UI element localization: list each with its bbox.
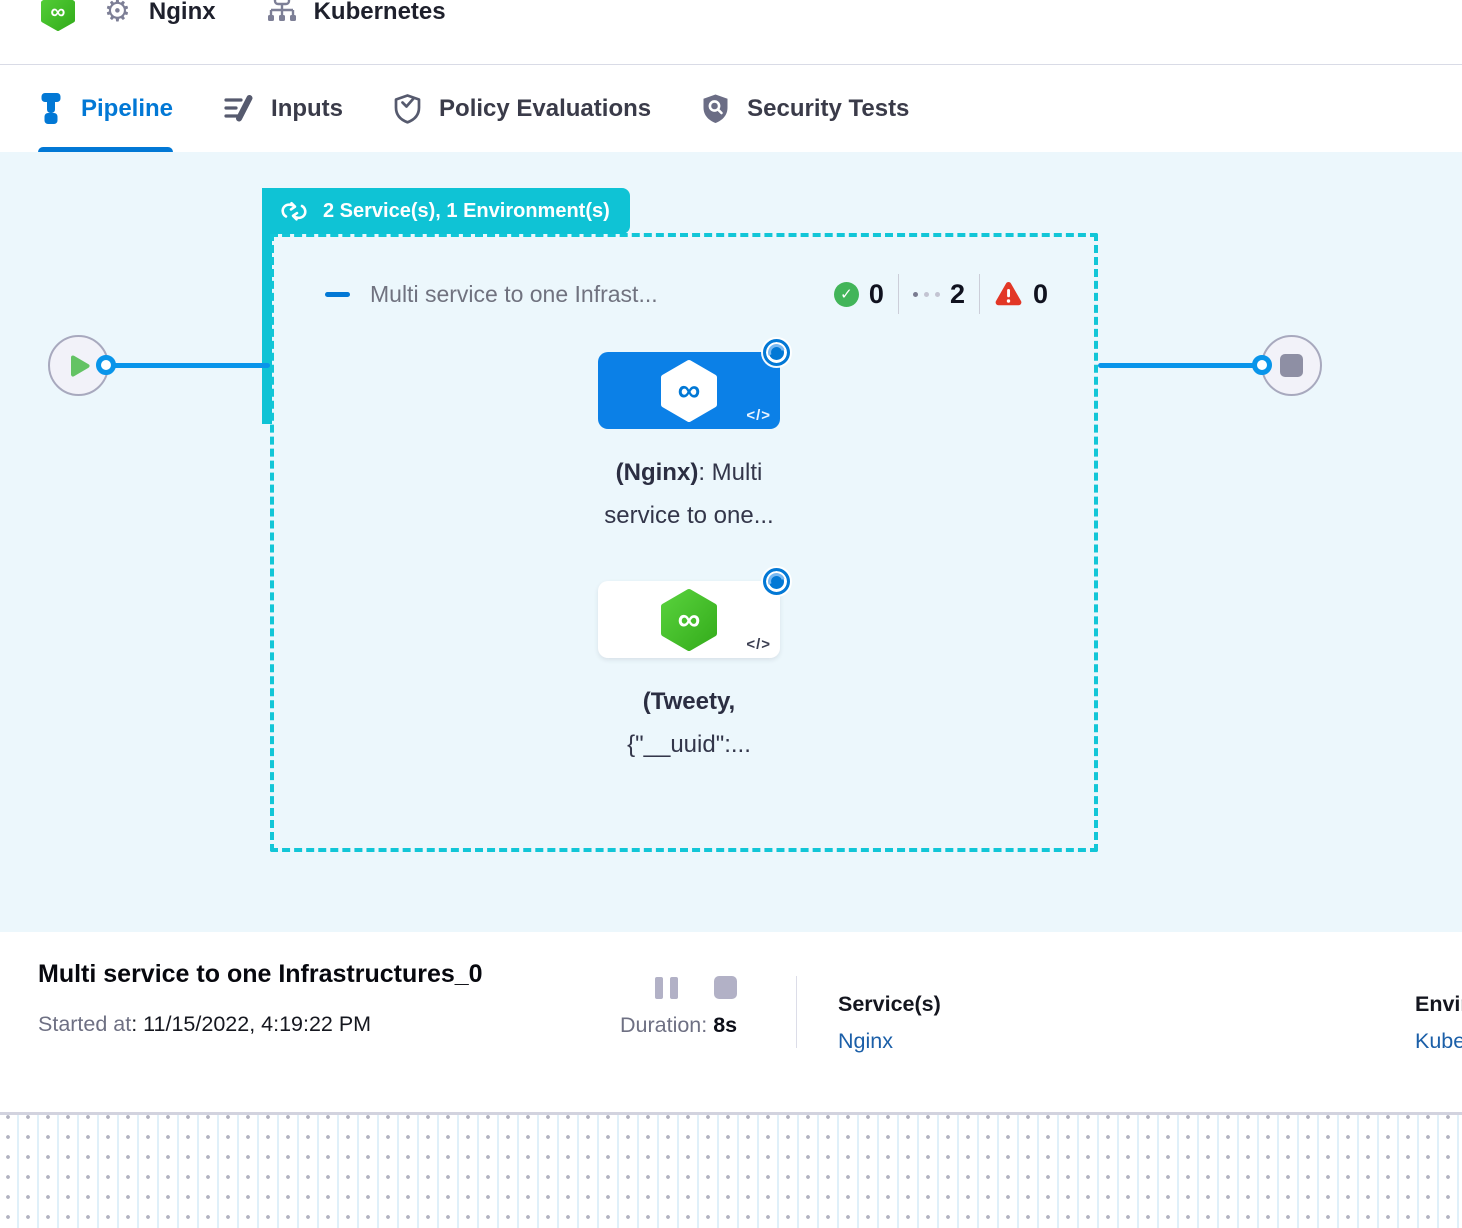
tab-inputs-label: Inputs — [271, 94, 344, 122]
gear-icon[interactable]: ⚙ — [104, 0, 131, 28]
harness-service-icon: ∞ — [40, 0, 76, 32]
code-icon: </> — [746, 407, 771, 424]
running-spinner-icon — [763, 568, 790, 595]
environment-link-kubernetes[interactable]: Kubernetes — [1415, 1029, 1462, 1053]
collapse-group-button[interactable] — [325, 291, 350, 297]
running-count-value: 2 — [949, 278, 965, 309]
execution-title: Multi service to one Infrastructures_0 — [38, 960, 483, 988]
edge-dot-start[interactable] — [96, 355, 116, 375]
warning-icon — [994, 281, 1023, 307]
harness-stage-icon: ∞ — [659, 359, 719, 423]
service-group-badge-label: 2 Service(s), 1 Environment(s) — [323, 199, 610, 222]
success-count-value: 0 — [868, 278, 884, 309]
tab-policy-evaluations-label: Policy Evaluations — [439, 94, 652, 122]
success-icon: ✓ — [833, 281, 859, 307]
shield-check-icon — [393, 93, 422, 125]
svg-text:∞: ∞ — [678, 372, 701, 408]
service-group-header: Multi service to one Infrast... ✓ 0 2 — [325, 274, 1048, 314]
execution-controls — [655, 976, 737, 999]
stage-name: (Nginx) — [615, 459, 699, 486]
stop-icon — [1280, 354, 1303, 377]
execution-duration: Duration: 8s — [620, 1013, 738, 1037]
running-spinner-icon — [763, 339, 790, 366]
execution-tabbar: Pipeline Inputs Policy Evaluations — [0, 64, 1462, 152]
pipeline-icon — [38, 93, 64, 124]
status-separator — [978, 274, 980, 314]
environments-column: Environment(s) Kubernetes — [1415, 992, 1462, 1054]
tab-pipeline[interactable]: Pipeline — [38, 65, 174, 152]
breadcrumb-bar: ∞ ⚙ Nginx Kubernetes — [0, 0, 1462, 64]
service-link-nginx[interactable]: Nginx — [838, 1029, 893, 1053]
environments-label: Environment(s) — [1415, 992, 1462, 1016]
tab-inputs[interactable]: Inputs — [223, 65, 343, 152]
stage-node-nginx[interactable]: ∞ </> — [598, 339, 790, 429]
tab-pipeline-label: Pipeline — [81, 94, 174, 122]
tab-policy-evaluations[interactable]: Policy Evaluations — [393, 65, 651, 152]
console-grid-panel[interactable] — [0, 1112, 1462, 1228]
service-group-strip — [262, 188, 272, 424]
pipeline-canvas[interactable]: 2 Service(s), 1 Environment(s) Multi ser… — [0, 152, 1462, 932]
code-icon: </> — [746, 636, 771, 653]
shield-scan-icon — [701, 93, 730, 125]
inputs-icon — [223, 93, 254, 124]
services-column: Service(s) Nginx — [838, 992, 941, 1054]
breadcrumb-service-name[interactable]: Nginx — [148, 0, 216, 25]
stage-label-tweety: (Tweety, {"__uuid":... — [627, 688, 751, 758]
services-label: Service(s) — [838, 992, 941, 1016]
svg-text:∞: ∞ — [51, 1, 66, 24]
pipeline-start-node — [48, 335, 109, 396]
group-status-counts: ✓ 0 2 0 — [833, 274, 1048, 314]
service-group-container — [270, 233, 1098, 852]
running-icon — [912, 291, 940, 297]
loop-icon — [278, 198, 310, 225]
service-group-badge[interactable]: 2 Service(s), 1 Environment(s) — [262, 188, 630, 234]
tab-security-tests[interactable]: Security Tests — [701, 65, 909, 152]
breadcrumb: ∞ ⚙ Nginx Kubernetes — [40, 0, 446, 34]
success-count: ✓ 0 — [833, 278, 884, 310]
svg-text:∞: ∞ — [678, 601, 701, 637]
edge-group-to-end — [1098, 363, 1262, 368]
harness-stage-icon: ∞ — [659, 588, 719, 652]
breadcrumb-environment-name[interactable]: Kubernetes — [313, 0, 446, 25]
status-separator — [897, 274, 899, 314]
tab-security-tests-label: Security Tests — [747, 94, 910, 122]
stage-label-nginx: (Nginx): Multi service to one... — [604, 459, 774, 529]
abort-button[interactable] — [714, 976, 737, 999]
failed-count-value: 0 — [1032, 278, 1048, 309]
service-group-title: Multi service to one Infrast... — [370, 280, 658, 307]
edge-start-to-group — [106, 363, 270, 368]
execution-details-bar: Multi service to one Infrastructures_0 S… — [0, 932, 1462, 1112]
stage-name: (Tweety, — [642, 688, 736, 715]
infrastructure-icon — [264, 0, 300, 28]
pause-button[interactable] — [655, 976, 678, 999]
play-icon — [70, 355, 89, 376]
footer-divider — [796, 976, 797, 1048]
stage-node-tweety[interactable]: ∞ </> — [598, 568, 790, 658]
edge-dot-end[interactable] — [1252, 355, 1272, 375]
failed-count: 0 — [994, 279, 1048, 310]
running-count: 2 — [912, 278, 965, 310]
execution-started-at: Started at: 11/15/2022, 4:19:22 PM — [38, 1012, 372, 1036]
